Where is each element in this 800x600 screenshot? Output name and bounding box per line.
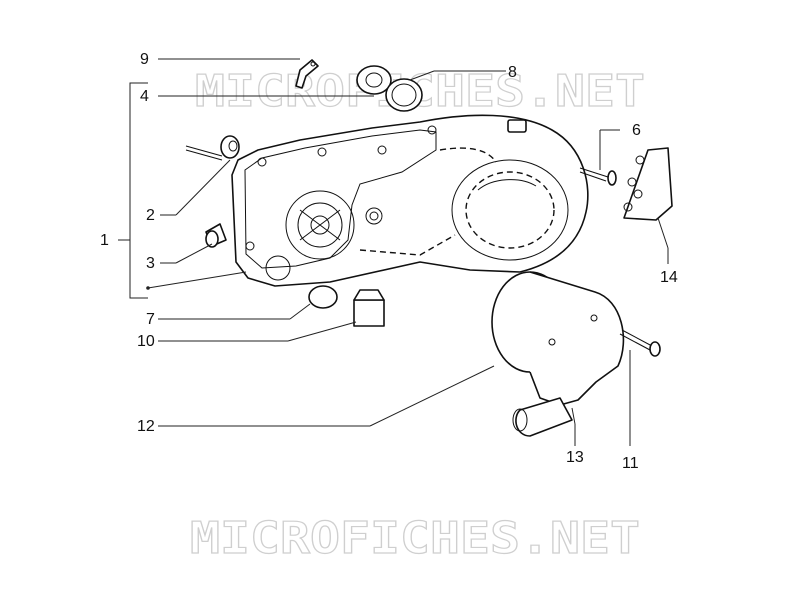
bushing-part-3 (205, 223, 227, 248)
callout-4: 4 (140, 88, 149, 105)
screw-part-6 (579, 167, 617, 186)
callout-3: 3 (146, 255, 155, 272)
air-duct-part-12 (491, 271, 625, 437)
callout-6: 6 (632, 122, 641, 139)
callout-8: 8 (508, 64, 517, 81)
callout-7: 7 (146, 311, 155, 328)
grommet-strip-part-14 (623, 147, 673, 221)
bolt-part-11 (619, 329, 661, 357)
callout-9: 9 (140, 51, 149, 68)
callout-11: 11 (622, 455, 639, 472)
callout-2: 2 (146, 207, 155, 224)
leader-lines (118, 58, 669, 446)
transmission-cover (231, 114, 589, 287)
watermark-bottom: MICROFICHES.NET (190, 513, 640, 564)
callout-12: 12 (137, 418, 155, 435)
bracket-part-9 (295, 59, 319, 89)
block-part-10 (353, 289, 385, 327)
callout-10: 10 (137, 333, 155, 350)
callout-1: 1 (100, 232, 109, 249)
dowel-part-2 (185, 135, 240, 161)
plug-cap-part-7 (308, 285, 338, 309)
bearing-part-4 (356, 65, 392, 95)
callout-13: 13 (566, 449, 584, 466)
callout-14: 14 (660, 269, 678, 286)
seal-ring-part-8 (385, 78, 423, 112)
